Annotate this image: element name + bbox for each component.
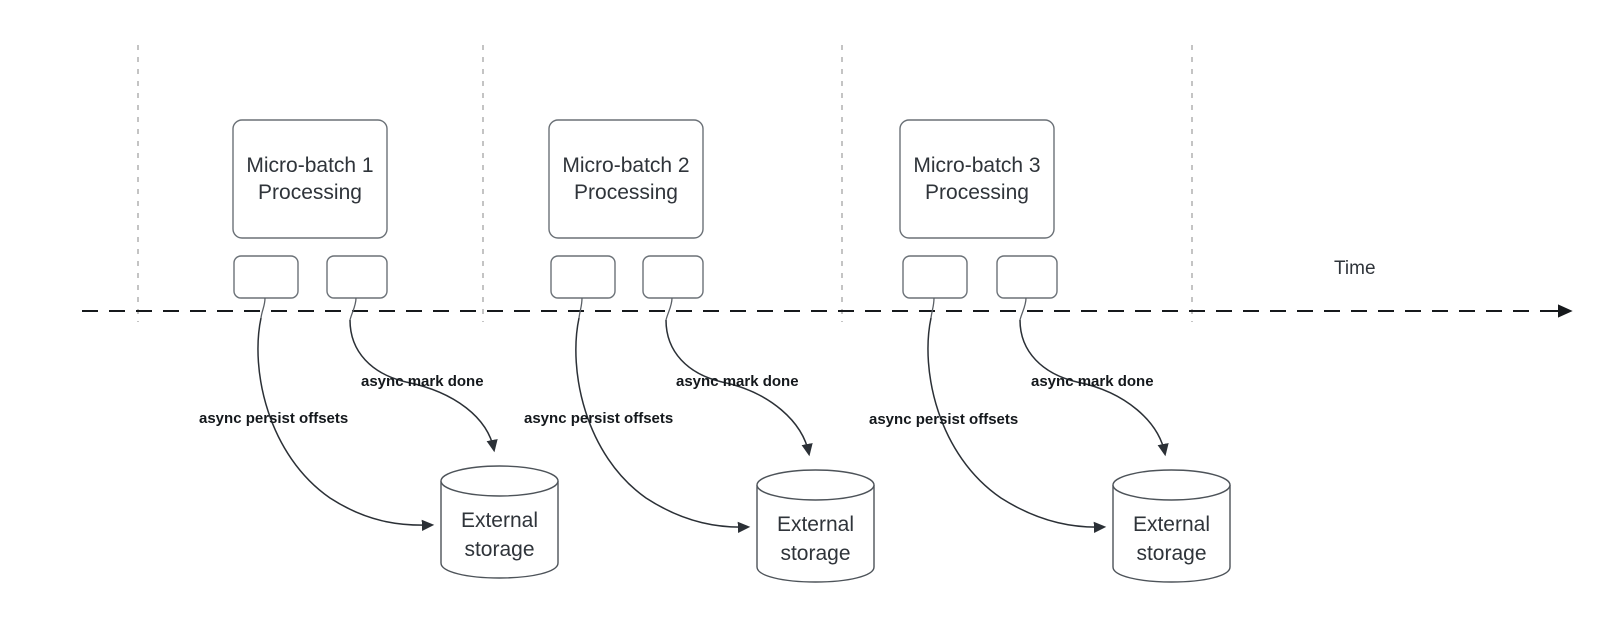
external-storage-3-label-line1: External [1133,513,1210,536]
external-storage-3-label-line2: storage [1136,542,1206,565]
external-storage-1[interactable]: External storage [440,465,559,579]
external-storage-3[interactable]: External storage [1112,469,1231,583]
mark-done-box-2[interactable] [642,255,704,299]
offset-commit-box-2[interactable] [550,255,616,299]
external-storage-2-label-line2: storage [780,542,850,565]
period-separators [137,45,1193,322]
cylinder-top-3 [1112,469,1231,501]
stem-3b [1019,297,1027,321]
stem-3a [930,297,935,319]
persist-offsets-label-3: async persist offsets [869,411,1018,428]
stem-2a [578,297,583,319]
mark-done-box-1[interactable] [326,255,388,299]
stem-1a [260,297,266,319]
offset-commit-box-3[interactable] [902,255,968,299]
mark-done-arrow-2 [665,319,813,457]
cylinder-top-2 [756,469,875,501]
external-storage-1-label-line1: External [461,509,538,532]
mark-done-arrow-3 [1019,319,1169,457]
persist-offsets-arrow-3 [927,317,1107,533]
time-axis-label: Time [1334,258,1376,279]
process-box-3-label-line2: Processing [925,181,1029,204]
group-3: Micro-batch 3 Processing async persist o… [869,119,1231,583]
mark-done-label-2: async mark done [676,373,799,390]
external-storage-2[interactable]: External storage [756,469,875,583]
mark-done-label-1: async mark done [361,373,484,390]
process-box-3[interactable] [899,119,1055,239]
persist-offsets-arrow-1 [257,317,435,531]
process-box-1-label-line1: Micro-batch 1 [246,154,373,177]
offset-commit-box-1[interactable] [233,255,299,299]
process-box-2[interactable] [548,119,704,239]
cylinder-top-1 [440,465,559,497]
external-storage-2-label-line1: External [777,513,854,536]
stem-2b [665,297,673,321]
process-box-1[interactable] [232,119,388,239]
external-storage-1-label-line2: storage [464,538,534,561]
process-box-3-label-line1: Micro-batch 3 [913,154,1040,177]
process-box-1-label-line2: Processing [258,181,362,204]
persist-offsets-arrow-2 [575,317,751,533]
mark-done-arrow-1 [349,319,498,453]
persist-offsets-label-1: async persist offsets [199,410,348,427]
process-box-2-label-line2: Processing [574,181,678,204]
mark-done-label-3: async mark done [1031,373,1154,390]
mark-done-box-3[interactable] [996,255,1058,299]
persist-offsets-label-2: async persist offsets [524,410,673,427]
stem-1b [349,297,357,321]
group-1: Micro-batch 1 Processing async persist o… [199,119,559,579]
process-box-2-label-line1: Micro-batch 2 [562,154,689,177]
group-2: Micro-batch 2 Processing async persist o… [524,119,875,583]
